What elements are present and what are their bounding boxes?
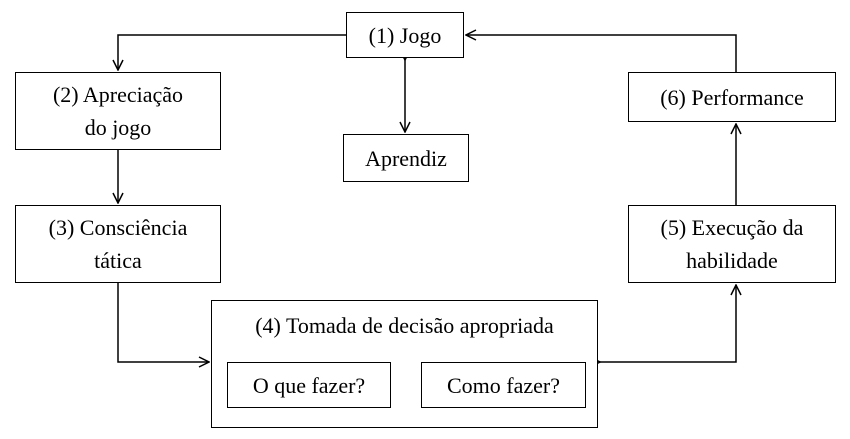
node-jogo: (1) Jogo [346, 12, 464, 58]
node-performance-label: (6) Performance [660, 84, 804, 110]
node-como-fazer: Como fazer? [421, 362, 586, 408]
node-execucao-line2: habilidade [686, 248, 778, 273]
node-que-fazer-label: O que fazer? [252, 372, 366, 398]
arrow-performance-to-jogo [466, 35, 737, 72]
node-decisao-label: (4) Tomada de decisão apropriada [255, 313, 554, 338]
arrow-decisao-execucao [600, 285, 736, 362]
node-aprendiz-label: Aprendiz [365, 145, 447, 171]
node-apreciacao-line1: (2) Apreciação [52, 82, 184, 107]
node-consciencia: (3) Consciência tática [15, 205, 221, 283]
node-performance: (6) Performance [628, 72, 836, 122]
node-jogo-label: (1) Jogo [368, 22, 442, 48]
node-execucao: (5) Execução da habilidade [628, 205, 836, 283]
arrow-consciencia-to-decisao [117, 283, 209, 362]
arrow-jogo-to-apreciacao [118, 34, 346, 70]
node-consciencia-line1: (3) Consciência [48, 215, 188, 240]
node-apreciacao: (2) Apreciação do jogo [15, 72, 221, 150]
node-que-fazer: O que fazer? [227, 362, 391, 408]
node-apreciacao-line2: do jogo [84, 115, 152, 140]
node-como-fazer-label: Como fazer? [447, 372, 560, 398]
node-execucao-line1: (5) Execução da [660, 215, 804, 240]
node-consciencia-line2: tática [94, 248, 142, 273]
node-aprendiz: Aprendiz [343, 134, 469, 182]
